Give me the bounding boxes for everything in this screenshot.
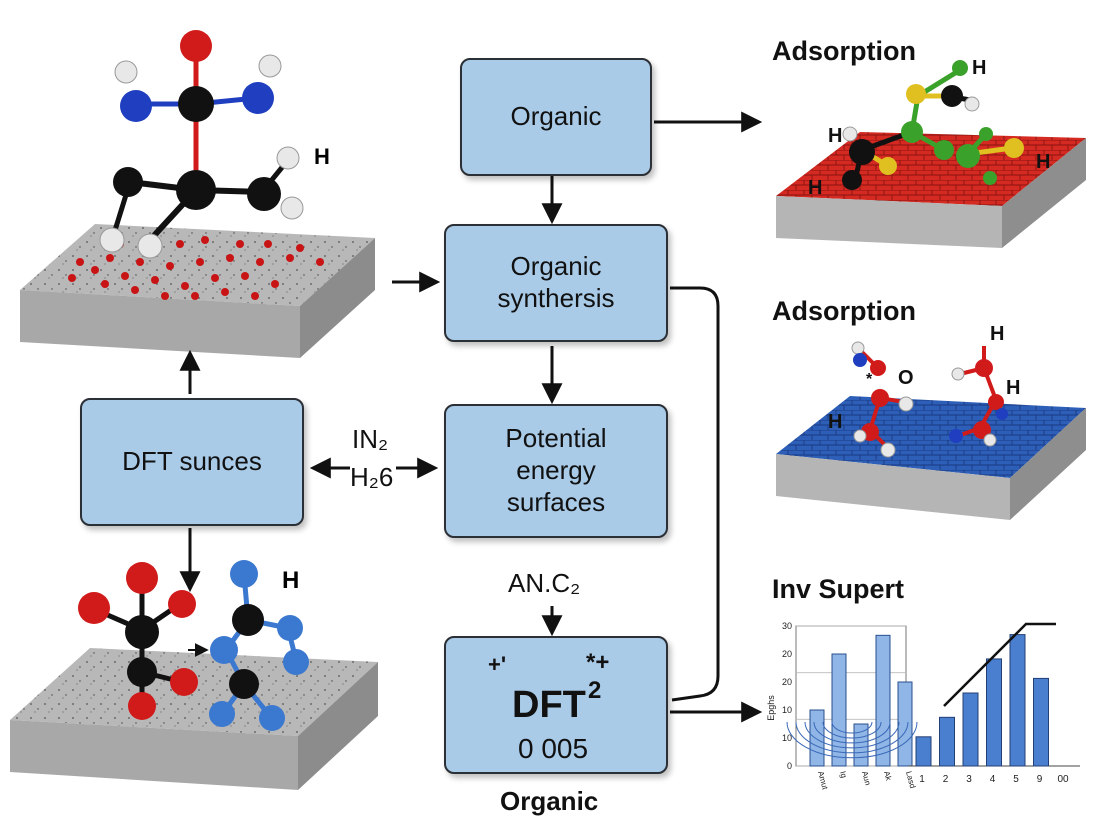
chart-left-xtick: Lasd (904, 770, 917, 789)
h-label-blue-2: H (1006, 377, 1020, 399)
dft-value-num: 0 005 (518, 733, 589, 764)
connector-synthesis-to-dft (670, 286, 720, 702)
box-potential-energy-surfaces[interactable]: Potential energy surfaces (444, 404, 668, 538)
adsorption-red-molecules (842, 60, 1024, 190)
bottom-left-blue-molecule (209, 560, 309, 731)
bottom-left-red-molecule (78, 562, 198, 720)
box-organic-synthesis-line1: Organic (510, 251, 602, 282)
chart-right: 1 2 3 4 5 9 00 (908, 622, 1080, 785)
chart-right-xtick: 00 (1057, 774, 1069, 785)
chart-left-bar (809, 709, 825, 767)
chart-left-bar (897, 681, 913, 767)
bottom-left-slab (10, 648, 378, 790)
h-label-red-3: H (808, 177, 822, 199)
panel-title-adsorption-top: Adsorption (772, 36, 916, 66)
box-organic-label: Organic (510, 101, 602, 132)
box-organic[interactable]: Organic (460, 58, 652, 176)
scattered-red-atoms (68, 236, 324, 300)
chart-right-bar (939, 716, 955, 767)
box-pes-line2: energy (516, 455, 596, 486)
h-label-red-2: H (828, 125, 842, 147)
o-label-blue: O (898, 367, 914, 389)
chart-left-xtick: Ig (838, 770, 848, 779)
chart-right-bar (962, 692, 979, 767)
chart-left-arc (786, 721, 918, 759)
chart-right-xtick: 9 (1037, 774, 1043, 785)
h-label-blue-3: H (828, 411, 842, 433)
chart-right-xtick: 1 (919, 774, 925, 785)
chart-left-ytick: 20 (782, 677, 792, 687)
chart-left-ytick: 10 (782, 705, 792, 715)
box-pes-line1: Potential (505, 423, 607, 454)
dft-value-main: DFT (512, 684, 586, 726)
chart-left-ylabel: Epghs (766, 695, 776, 721)
chart-left-xtick: Amut (816, 770, 830, 791)
top-left-slab (20, 224, 375, 358)
chart-right-bar (1009, 634, 1026, 767)
chart-right-xtick: 2 (943, 774, 949, 785)
chart-right-bar (986, 658, 1002, 767)
box-organic-synthesis[interactable]: Organic synthersis (444, 224, 668, 342)
box-organic-synthesis-line2: synthersis (497, 283, 615, 313)
box-dft-sunces[interactable]: DFT sunces (80, 398, 304, 526)
chart-right-bar (915, 736, 932, 767)
label-in2: IN₂ (352, 424, 389, 454)
box-pes-line3: surfaces (506, 486, 606, 517)
chart-left-arc (831, 721, 873, 734)
adsorption-red-surface (776, 132, 1086, 248)
label-anc2: AN.C₂ (508, 568, 581, 598)
chart-left-ytick: 0 (787, 761, 792, 771)
chart-left-arc (822, 721, 882, 739)
label-h26: H₂6 (350, 462, 394, 492)
chart-left-arc (813, 721, 891, 744)
dft-marks-left: +' (488, 652, 507, 677)
chart-left-ytick: 30 (782, 621, 792, 631)
dft-value-sup: 2 (588, 677, 602, 704)
chart-left-bar (875, 634, 891, 767)
adsorption-blue-molecules (851, 341, 1008, 458)
chart-left-arc (804, 721, 900, 749)
chart-right-trend-line (943, 622, 1056, 707)
chart-right-xtick: 5 (1013, 774, 1019, 785)
chart-right-bar (1033, 677, 1049, 767)
panel-title-adsorption-mid: Adsorption (772, 296, 916, 326)
h-label-topleft: H (314, 144, 330, 169)
h-label-red-4: H (1036, 151, 1050, 173)
box-dft-value[interactable]: +' *+ DFT 2 0 005 (444, 636, 668, 774)
panel-title-inv-supert: Inv Supert (772, 574, 905, 604)
chart-left-bar (831, 653, 847, 767)
top-left-molecule (99, 30, 304, 259)
chart-left-ytick: 20 (782, 649, 792, 659)
adsorption-blue-surface (776, 396, 1086, 520)
chart-left-arc (795, 721, 909, 754)
flow-arrows (179, 111, 763, 723)
h-label-blue-1: H (990, 323, 1004, 345)
h-label-red-1: H (972, 57, 986, 79)
h-label-bottomleft: H (282, 567, 299, 594)
adsorption-blue-labels: H H H O * (828, 323, 1020, 433)
star-label-blue: * (866, 371, 873, 388)
chart-right-xtick: 4 (990, 774, 996, 785)
chart-left-xtick: Aun (860, 770, 872, 786)
dft-marks-right: *+ (586, 649, 610, 676)
chart-left-ytick: 10 (782, 733, 792, 743)
chart-left-xtick: Ak (882, 770, 893, 782)
adsorption-red-h-labels: H H H H (808, 57, 1050, 199)
chart-left-bar (853, 723, 869, 767)
chart-right-xtick: 3 (966, 774, 972, 785)
box-dft-sunces-label: DFT sunces (122, 446, 262, 477)
label-organic-bottom: Organic (500, 786, 599, 816)
